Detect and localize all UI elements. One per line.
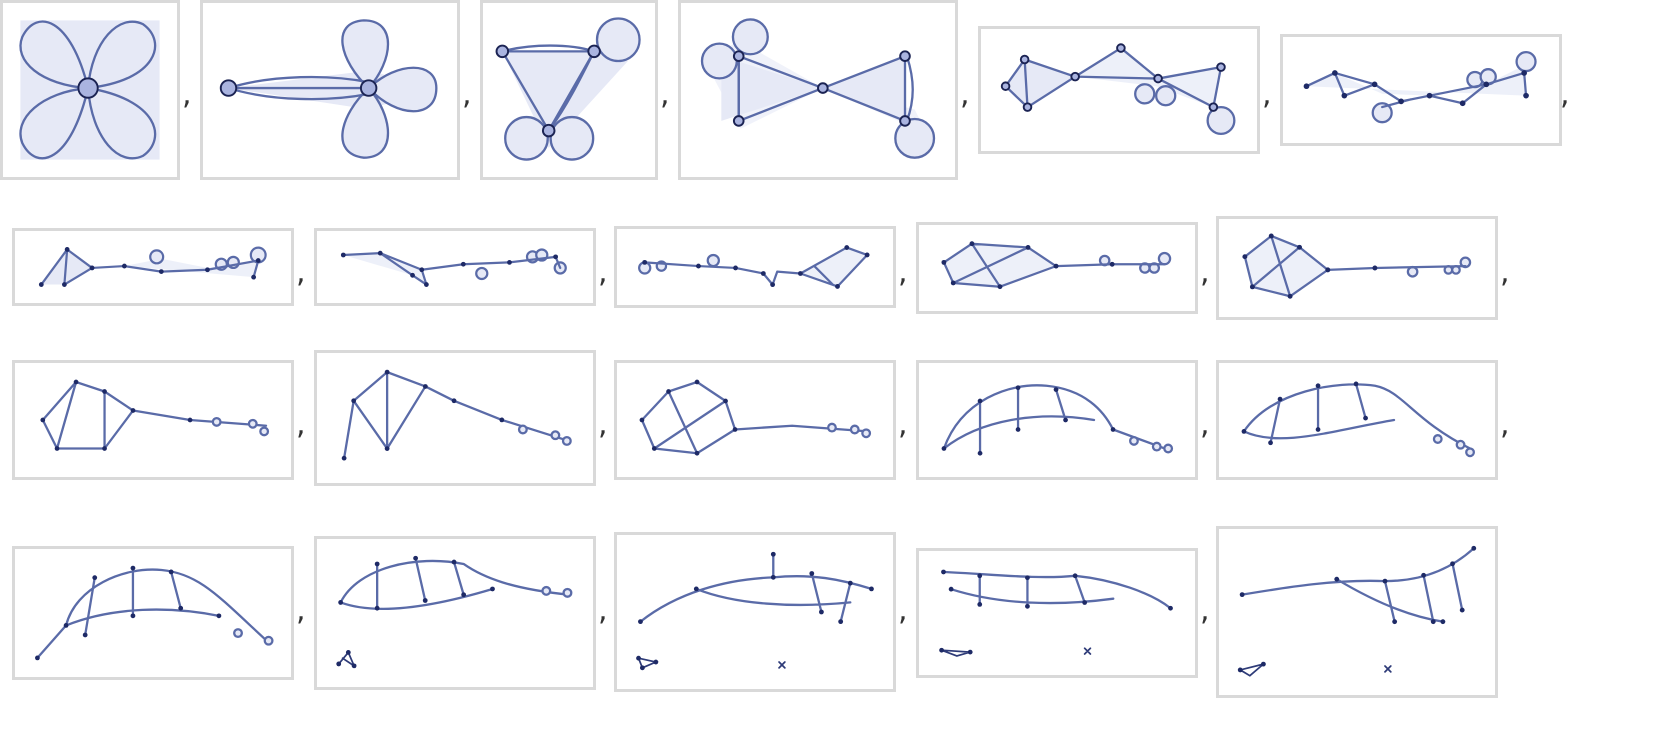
graph-8	[340, 248, 567, 287]
graph-panel-13	[314, 350, 596, 486]
separator-comma: ,	[1500, 255, 1510, 290]
graph-panel-20	[916, 548, 1198, 678]
graph-panel-19	[614, 532, 896, 692]
graph-12	[40, 379, 270, 451]
separator-comma: ,	[1500, 407, 1510, 442]
graph-3	[495, 17, 641, 161]
separator-comma: ,	[462, 77, 472, 112]
graph-panel-10	[916, 222, 1198, 314]
separator-comma: ,	[1200, 593, 1210, 628]
separator-comma: ,	[1200, 255, 1210, 290]
graph-19	[636, 551, 874, 671]
graph-11	[1242, 233, 1472, 299]
graph-panel-14	[614, 360, 896, 480]
graph-panel-7	[12, 228, 294, 306]
graph-panel-8	[314, 228, 596, 306]
separator-comma: ,	[1560, 77, 1570, 112]
separator-comma: ,	[898, 407, 908, 442]
separator-comma: ,	[182, 77, 192, 112]
graph-10	[941, 241, 1172, 290]
graph-14	[639, 379, 872, 456]
graph-5	[1000, 43, 1236, 135]
graph-13	[341, 369, 572, 461]
graph-panel-4	[678, 0, 958, 180]
graph-2	[219, 19, 438, 159]
graph-panel-2	[200, 0, 460, 180]
separator-comma: ,	[296, 593, 306, 628]
separator-comma: ,	[660, 77, 670, 112]
graph-panel-15	[916, 360, 1198, 480]
graph-panel-12	[12, 360, 294, 480]
separator-comma: ,	[1200, 407, 1210, 442]
separator-comma: ,	[898, 593, 908, 628]
separator-comma: ,	[296, 255, 306, 290]
separator-comma: ,	[296, 407, 306, 442]
graph-6	[1303, 51, 1537, 124]
graph-1	[19, 20, 160, 160]
graph-21	[1237, 545, 1477, 677]
separator-comma: ,	[1262, 77, 1272, 112]
graph-20	[939, 569, 1173, 657]
graph-panel-21	[1216, 526, 1498, 698]
graph-panel-3	[480, 0, 658, 180]
separator-comma: ,	[960, 77, 970, 112]
graph-4	[700, 18, 936, 159]
separator-comma: ,	[598, 593, 608, 628]
graph-18	[336, 555, 573, 669]
graph-panel-17	[12, 546, 294, 680]
separator-comma: ,	[898, 255, 908, 290]
graph-panel-1	[0, 0, 180, 180]
graph-15	[941, 384, 1174, 456]
graph-panel-9	[614, 226, 896, 308]
graph-panel-11	[1216, 216, 1498, 320]
separator-comma: ,	[598, 255, 608, 290]
separator-comma: ,	[598, 407, 608, 442]
graph-7	[38, 246, 267, 287]
graph-16	[1241, 381, 1475, 458]
graph-9	[638, 245, 870, 289]
graph-panel-18	[314, 536, 596, 690]
graph-panel-16	[1216, 360, 1498, 480]
graph-panel-6	[1280, 34, 1562, 146]
graph-17	[35, 565, 274, 661]
graph-panel-5	[978, 26, 1260, 154]
